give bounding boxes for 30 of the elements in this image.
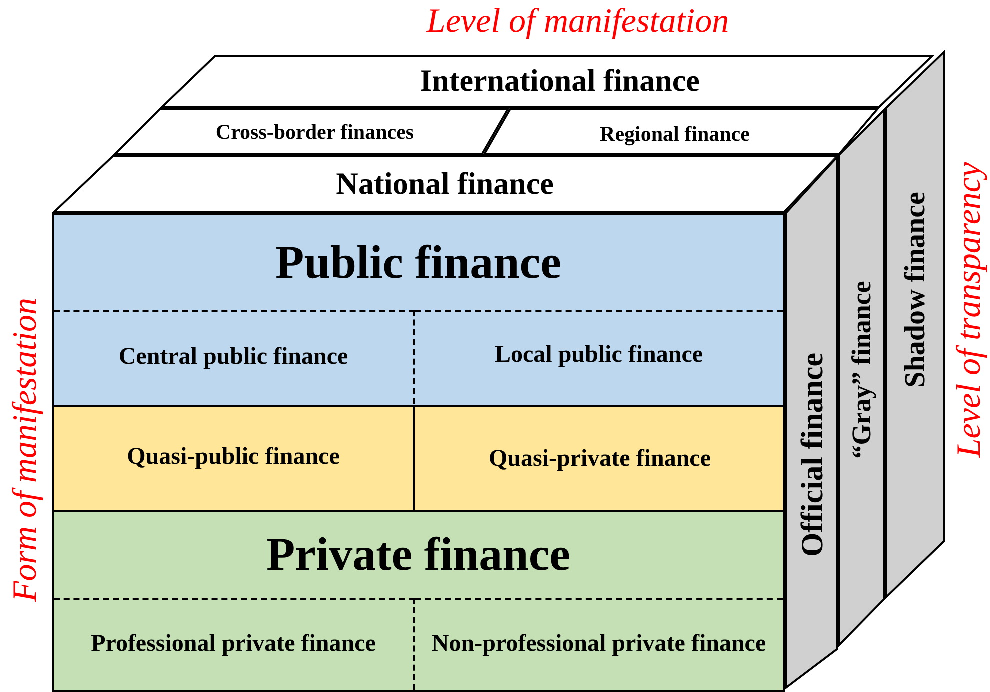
category-label: Regional finance — [600, 122, 750, 146]
category-band — [54, 598, 415, 690]
parallelogram-panel — [838, 108, 885, 648]
parallelogram-panel — [160, 55, 935, 108]
parallelogram-panel — [785, 155, 838, 690]
axis-title: Form of manifestation — [9, 298, 43, 602]
category-band — [54, 310, 415, 404]
category-label: Quasi-private finance — [489, 446, 711, 474]
category-label: Cross-border finances — [216, 120, 414, 144]
category-band — [52, 510, 785, 692]
category-band — [52, 213, 785, 405]
category-label: Non-professional private finance — [432, 631, 766, 659]
axis-title: Level of transparency — [953, 162, 987, 458]
parallelogram-panel — [483, 108, 880, 155]
category-band — [52, 405, 415, 510]
category-label: National finance — [336, 166, 554, 202]
category-band — [415, 405, 785, 510]
category-label: Official finance — [796, 352, 828, 558]
parallelogram-panel — [113, 108, 510, 155]
category-label: Central public finance — [118, 344, 348, 372]
category-label: “Gray” finance — [848, 281, 876, 459]
category-label: Private finance — [266, 528, 571, 582]
axis-title: Level of manifestation — [426, 5, 730, 39]
category-label: Shadow finance — [902, 192, 930, 388]
category-label: Public finance — [276, 236, 562, 290]
category-label: Quasi-public finance — [127, 444, 340, 472]
category-label: International finance — [420, 63, 700, 99]
category-label: Local public finance — [494, 342, 704, 370]
parallelogram-panel — [885, 50, 945, 600]
category-label: Professional private finance — [91, 631, 376, 659]
